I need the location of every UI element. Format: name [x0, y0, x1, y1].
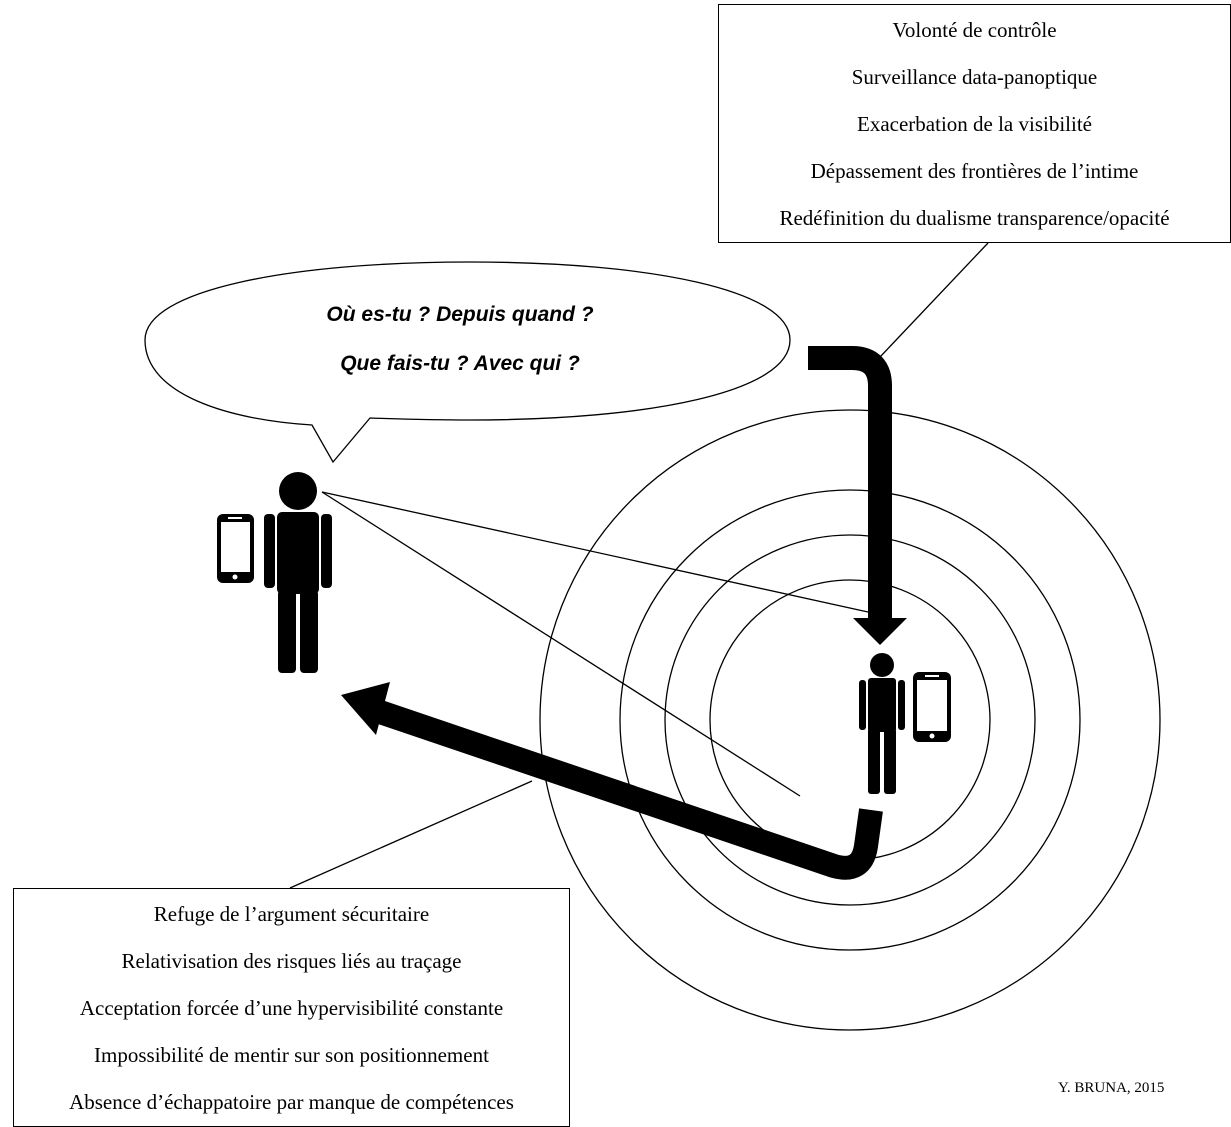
ring-outer: [539, 409, 1161, 1031]
surveillance-item: Volonté de contrôle: [892, 18, 1057, 42]
ring-3: [619, 489, 1081, 951]
gaze-cone: [321, 491, 869, 797]
observed-person-icon: [859, 653, 905, 794]
observed-smartphone-icon: [913, 672, 951, 742]
ring-2: [664, 534, 1036, 906]
observer-smartphone-icon: [217, 514, 254, 583]
surveillance-item: Surveillance data-panoptique: [851, 65, 1098, 89]
return-arrow: [341, 682, 883, 880]
bubble-question-line-2: Que fais-tu ? Avec qui ?: [340, 352, 580, 375]
connector-top-box: [879, 242, 989, 358]
connector-bottom-box: [289, 780, 533, 889]
surveillance-box: Volonté de contrôle Surveillance data-pa…: [718, 4, 1231, 243]
control-arrow: [808, 346, 907, 645]
surveillance-item: Exacerbation de la visibilité: [857, 112, 1092, 136]
gaze-line-lower: [321, 491, 801, 797]
surveillance-item: Dépassement des frontières de l’intime: [810, 159, 1139, 183]
bubble-question-line-1: Où es-tu ? Depuis quand ?: [326, 303, 594, 326]
gaze-line-upper: [321, 491, 869, 613]
author-credit: Y. BRUNA, 2015: [1058, 1080, 1165, 1096]
acceptance-box: Refuge de l’argument sécuritaire Relativ…: [13, 888, 570, 1127]
surveillance-item: Redéfinition du dualisme transparence/op…: [779, 206, 1170, 230]
observer-person-icon: [264, 472, 332, 673]
speech-bubble: [144, 261, 791, 464]
acceptance-item: Relativisation des risques liés au traça…: [121, 949, 462, 973]
acceptance-item: Impossibilité de mentir sur son position…: [94, 1043, 489, 1067]
acceptance-item: Absence d’échappatoire par manque de com…: [69, 1090, 514, 1114]
acceptance-item: Refuge de l’argument sécuritaire: [153, 902, 430, 926]
concentric-rings: [539, 409, 1161, 1031]
acceptance-item: Acceptation forcée d’une hypervisibilité…: [79, 996, 504, 1020]
